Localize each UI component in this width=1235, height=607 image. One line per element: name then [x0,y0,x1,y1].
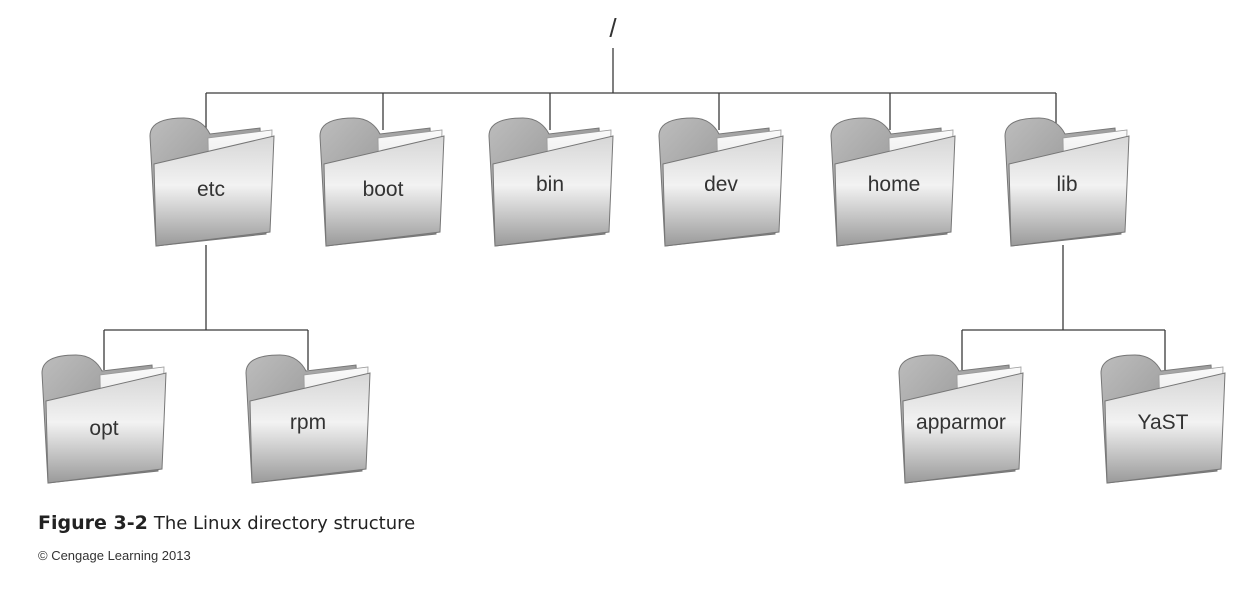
folder-label: opt [89,417,118,440]
directory-tree-diagram: / etc boot [41,13,1226,484]
figure-title: The Linux directory structure [153,513,416,534]
folder-dev: dev [658,117,784,247]
folder-bin: bin [488,117,614,247]
figure-credit: © Cengage Learning 2013 [38,548,191,563]
folder-icon [488,117,614,247]
folder-yast: YaST [1100,354,1226,484]
folder-rpm: rpm [245,354,371,484]
folder-apparmor: apparmor [898,354,1024,484]
folder-boot: boot [319,117,445,247]
folder-icon [245,354,371,484]
folder-label: bin [536,173,564,196]
folder-icon [319,117,445,247]
folder-etc: etc [149,117,275,247]
folder-home: home [830,117,956,247]
folder-icon [658,117,784,247]
folder-label: apparmor [916,411,1006,434]
tree-connectors [103,48,1166,370]
folder-icon [149,117,275,247]
folder-icon [898,354,1024,484]
folder-label: YaST [1138,411,1189,434]
folder-icon [830,117,956,247]
folder-opt: opt [41,354,167,484]
folder-label: lib [1056,173,1077,196]
folder-icon [1004,117,1130,247]
folder-label: rpm [290,411,326,434]
folder-label: etc [197,178,225,201]
folder-icon [41,354,167,484]
figure-number: Figure 3-2 [38,512,148,534]
folder-lib: lib [1004,117,1130,247]
folder-icon [1100,354,1226,484]
root-directory-label: / [609,13,617,43]
folder-label: home [868,173,921,196]
folder-label: dev [704,173,738,196]
folder-label: boot [363,178,404,201]
